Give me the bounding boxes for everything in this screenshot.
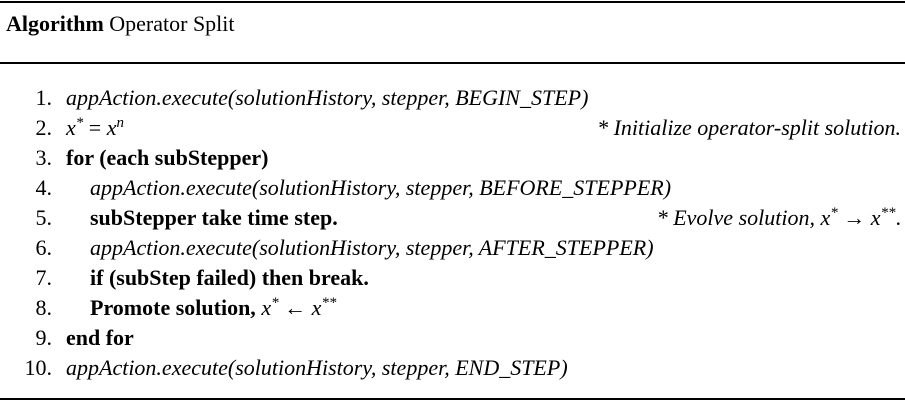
line-text: if (subStep failed) then break.: [90, 265, 369, 290]
math-sup: **: [321, 295, 337, 311]
line-text: appAction.execute(solutionHistory, stepp…: [90, 175, 672, 200]
line-number: 10.: [24, 355, 53, 380]
line-math: x* = xn: [66, 113, 124, 143]
top-rule: [0, 1, 905, 3]
algorithm-keyword: Algorithm: [6, 11, 104, 36]
line-number: 7.: [35, 265, 53, 290]
math-sup: **: [880, 205, 896, 221]
line-number: 2.: [35, 115, 53, 140]
algorithm-line-8: 8. Promote solution, x* ← x**: [0, 293, 905, 323]
math-sup: *: [271, 295, 279, 311]
algorithm-line-5: 5. subStepper take time step. * Evolve s…: [0, 203, 905, 233]
algorithm-line-6: 6. appAction.execute(solutionHistory, st…: [0, 233, 905, 263]
math-arrow: ←: [278, 295, 312, 320]
line-number: 4.: [35, 175, 53, 200]
algorithm-title: Operator Split: [109, 11, 235, 36]
math-var: x: [106, 115, 117, 140]
algorithm-line-9: 9. end for: [0, 323, 905, 353]
line-number: 9.: [35, 325, 53, 350]
comment-text: * Evolve solution,: [656, 205, 821, 230]
math-var: x: [820, 205, 831, 230]
line-content: Promote solution, x* ← x**: [90, 293, 336, 323]
line-text: appAction.execute(solutionHistory, stepp…: [90, 235, 654, 260]
algorithm-caption: Algorithm Operator Split: [6, 11, 235, 37]
line-comment: * Evolve solution, x* → x**.: [657, 203, 901, 233]
line-number: 8.: [35, 295, 53, 320]
comment-suffix: .: [895, 205, 902, 230]
algorithm-line-3: 3. for (each subStepper): [0, 143, 905, 173]
math-var: x: [870, 205, 881, 230]
math-sup: *: [75, 115, 84, 131]
math-sup: n: [116, 115, 124, 131]
math-arrow: →: [837, 205, 871, 230]
line-text: appAction.execute(solutionHistory, stepp…: [66, 85, 589, 110]
algorithm-line-1: 1. appAction.execute(solutionHistory, st…: [0, 83, 905, 113]
line-text: for (each subStepper): [66, 145, 269, 170]
line-number: 1.: [35, 85, 53, 110]
line-comment: * Initialize operator-split solution.: [597, 115, 901, 140]
line-number: 5.: [35, 205, 53, 230]
math-sup: *: [830, 205, 838, 221]
line-math: x* ← x**: [261, 295, 336, 320]
line-number: 6.: [35, 235, 53, 260]
algorithm-line-2: 2. x* = xn * Initialize operator-split s…: [0, 113, 905, 143]
math-eq: =: [83, 115, 107, 140]
algorithm-line-10: 10. appAction.execute(solutionHistory, s…: [0, 353, 905, 383]
line-text: appAction.execute(solutionHistory, stepp…: [66, 355, 568, 380]
line-text: subStepper take time step.: [90, 205, 338, 230]
line-number: 3.: [35, 145, 53, 170]
algorithm-line-4: 4. appAction.execute(solutionHistory, st…: [0, 173, 905, 203]
line-text: end for: [66, 325, 134, 350]
math-var: x: [311, 295, 322, 320]
header-rule: [0, 62, 905, 64]
math-var: x: [66, 115, 76, 140]
algorithm-line-7: 7. if (subStep failed) then break.: [0, 263, 905, 293]
line-text: Promote solution,: [90, 295, 262, 320]
math-var: x: [261, 295, 272, 320]
bottom-rule: [0, 398, 905, 400]
